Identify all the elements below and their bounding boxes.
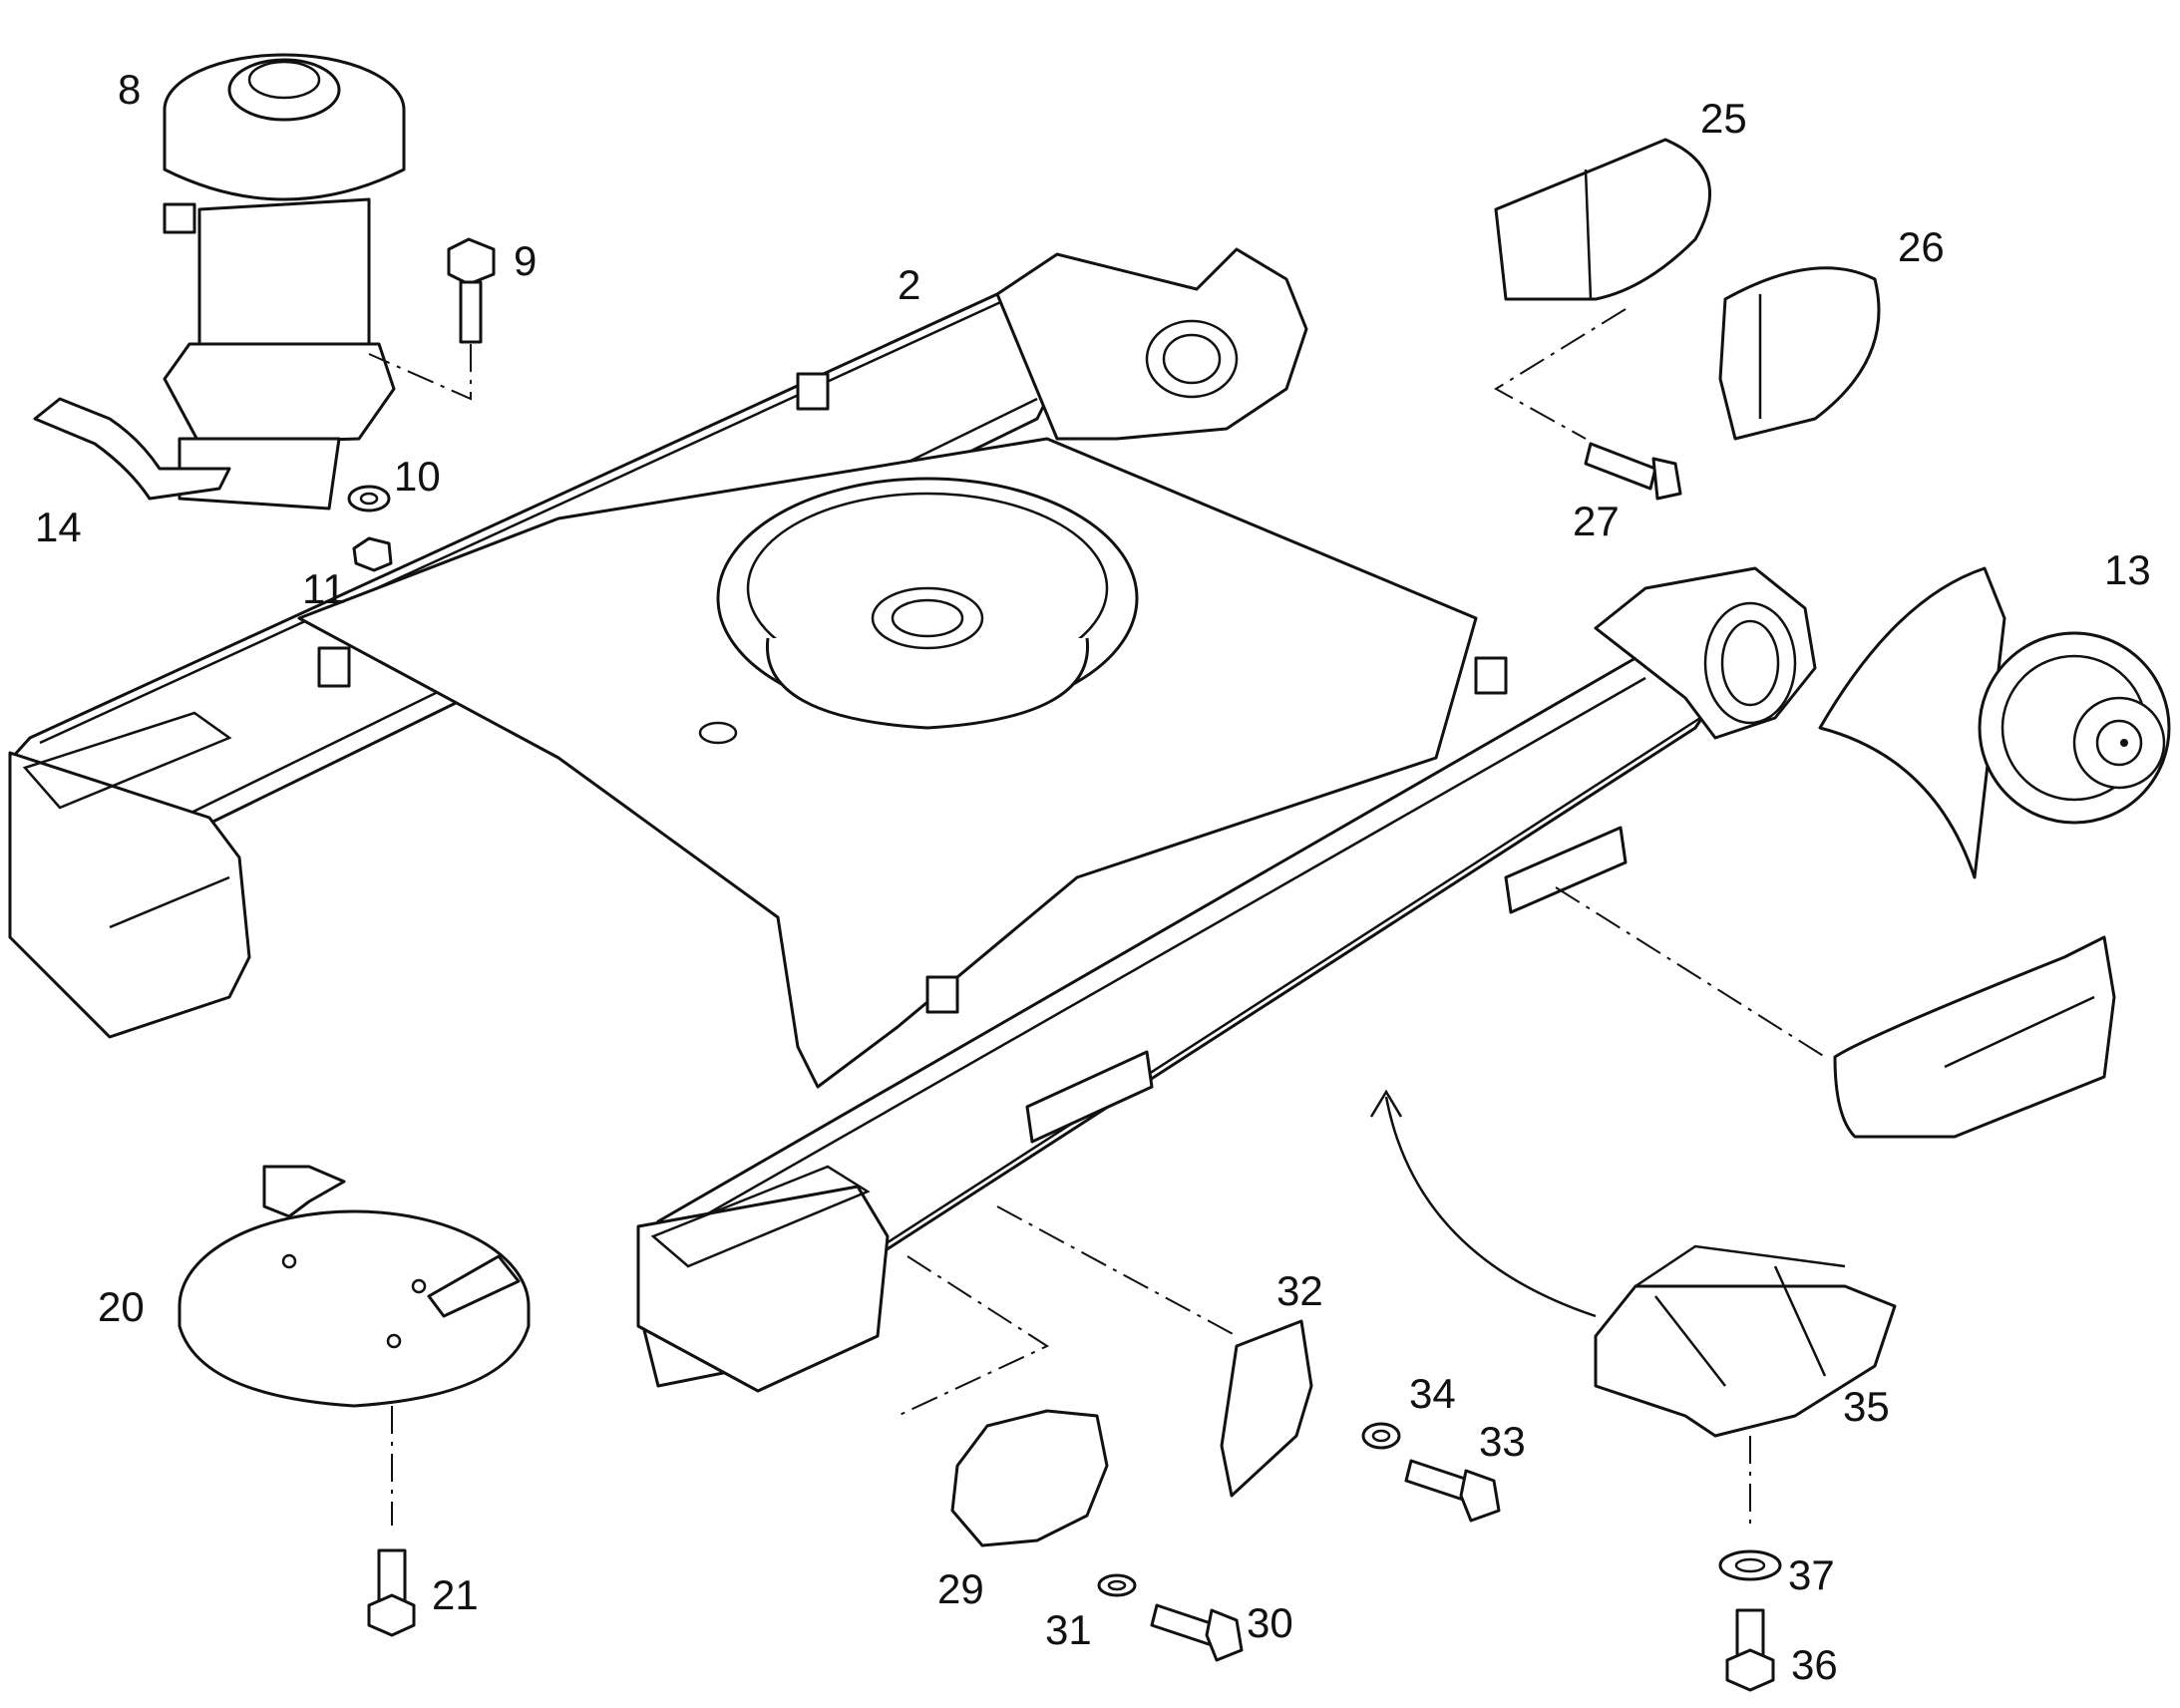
track-guide [1833, 935, 2116, 1139]
undercarriage-frame [8, 247, 1817, 1393]
callout-8: 8 [118, 66, 141, 113]
washer-10 [347, 485, 391, 512]
hydraulic-hose [33, 397, 231, 501]
leader-29 [897, 1255, 1050, 1417]
callout-33: 33 [1479, 1418, 1526, 1465]
cover-25 [1494, 138, 1711, 301]
nut-11 [352, 536, 393, 572]
arrow-head [1369, 1089, 1403, 1118]
callout-20: 20 [98, 1283, 145, 1330]
callout-9: 9 [514, 237, 537, 284]
curved-arrow [1384, 1096, 1597, 1318]
callout-2: 2 [898, 261, 920, 308]
callout-14: 14 [35, 504, 82, 550]
washer-31 [1097, 1573, 1137, 1597]
drive-sprocket [1818, 566, 2171, 879]
bolt-21 [367, 1548, 416, 1637]
callout-10: 10 [394, 453, 441, 500]
callout-29: 29 [937, 1565, 984, 1612]
callout-30: 30 [1247, 1599, 1293, 1646]
callout-26: 26 [1898, 223, 1945, 270]
callout-21: 21 [432, 1571, 479, 1618]
washer-37 [1718, 1549, 1782, 1581]
callout-35: 35 [1843, 1383, 1890, 1430]
cover-26 [1718, 266, 1881, 441]
callout-34: 34 [1409, 1370, 1456, 1417]
washer-34 [1361, 1422, 1401, 1450]
leader-9 [368, 344, 472, 401]
callout-11: 11 [302, 565, 346, 612]
gasket-32 [1220, 1319, 1313, 1498]
bolt-33 [1404, 1459, 1501, 1523]
cover-plate-29 [950, 1409, 1109, 1547]
bolt-36 [1725, 1608, 1775, 1692]
bolt-9 [447, 237, 496, 344]
leader-25-27 [1494, 308, 1627, 440]
callout-32: 32 [1276, 1267, 1323, 1314]
leader-track-guide [1555, 886, 1826, 1058]
leader-32 [996, 1205, 1238, 1337]
callout-25: 25 [1700, 95, 1747, 142]
callout-27: 27 [1573, 498, 1620, 544]
callout-13: 13 [2104, 546, 2151, 593]
callout-37: 37 [1788, 1551, 1835, 1598]
callout-36: 36 [1791, 1641, 1838, 1688]
bolt-30 [1150, 1603, 1244, 1662]
bolt-27 [1584, 442, 1682, 501]
swivel-joint-assembly [163, 53, 406, 511]
guard-35 [1594, 1244, 1897, 1438]
callout-31: 31 [1045, 1606, 1092, 1653]
turntable-plate-20 [178, 1165, 531, 1408]
